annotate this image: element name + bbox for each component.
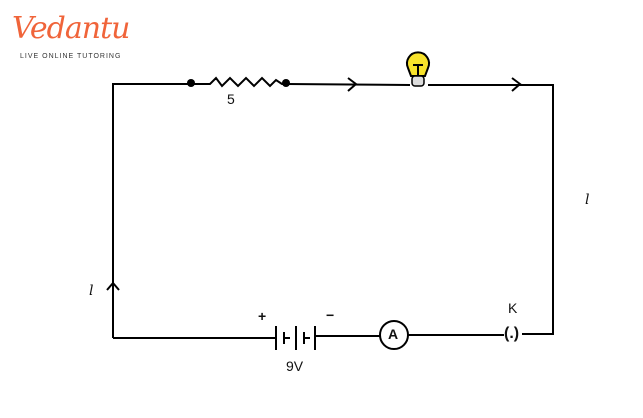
junction-dot	[187, 79, 195, 87]
arrow-top-1	[347, 77, 358, 92]
current-label-left: l	[89, 283, 94, 299]
key-label: K	[508, 300, 518, 316]
resistor-label: 5	[227, 91, 235, 107]
battery-plus: +	[258, 308, 267, 324]
resistor	[191, 76, 286, 88]
logo-tagline: LIVE ONLINE TUTORING	[20, 53, 122, 60]
battery-minus: −	[326, 307, 335, 323]
ammeter-label: A	[388, 326, 399, 342]
wire-top	[285, 83, 554, 335]
arrow-top-2	[511, 77, 522, 92]
wire-top-left	[112, 83, 191, 338]
vedantu-logo: Vedantu	[12, 11, 130, 46]
wire-bottom-mid	[315, 334, 504, 337]
arrow-left	[106, 281, 120, 291]
battery-voltage: 9V	[286, 358, 304, 374]
ammeter	[379, 320, 409, 350]
junction-dot	[282, 79, 290, 87]
battery	[275, 326, 316, 350]
bulb-icon	[406, 51, 430, 87]
key-switch: (.)	[504, 325, 520, 342]
current-label-right: l	[585, 192, 590, 208]
